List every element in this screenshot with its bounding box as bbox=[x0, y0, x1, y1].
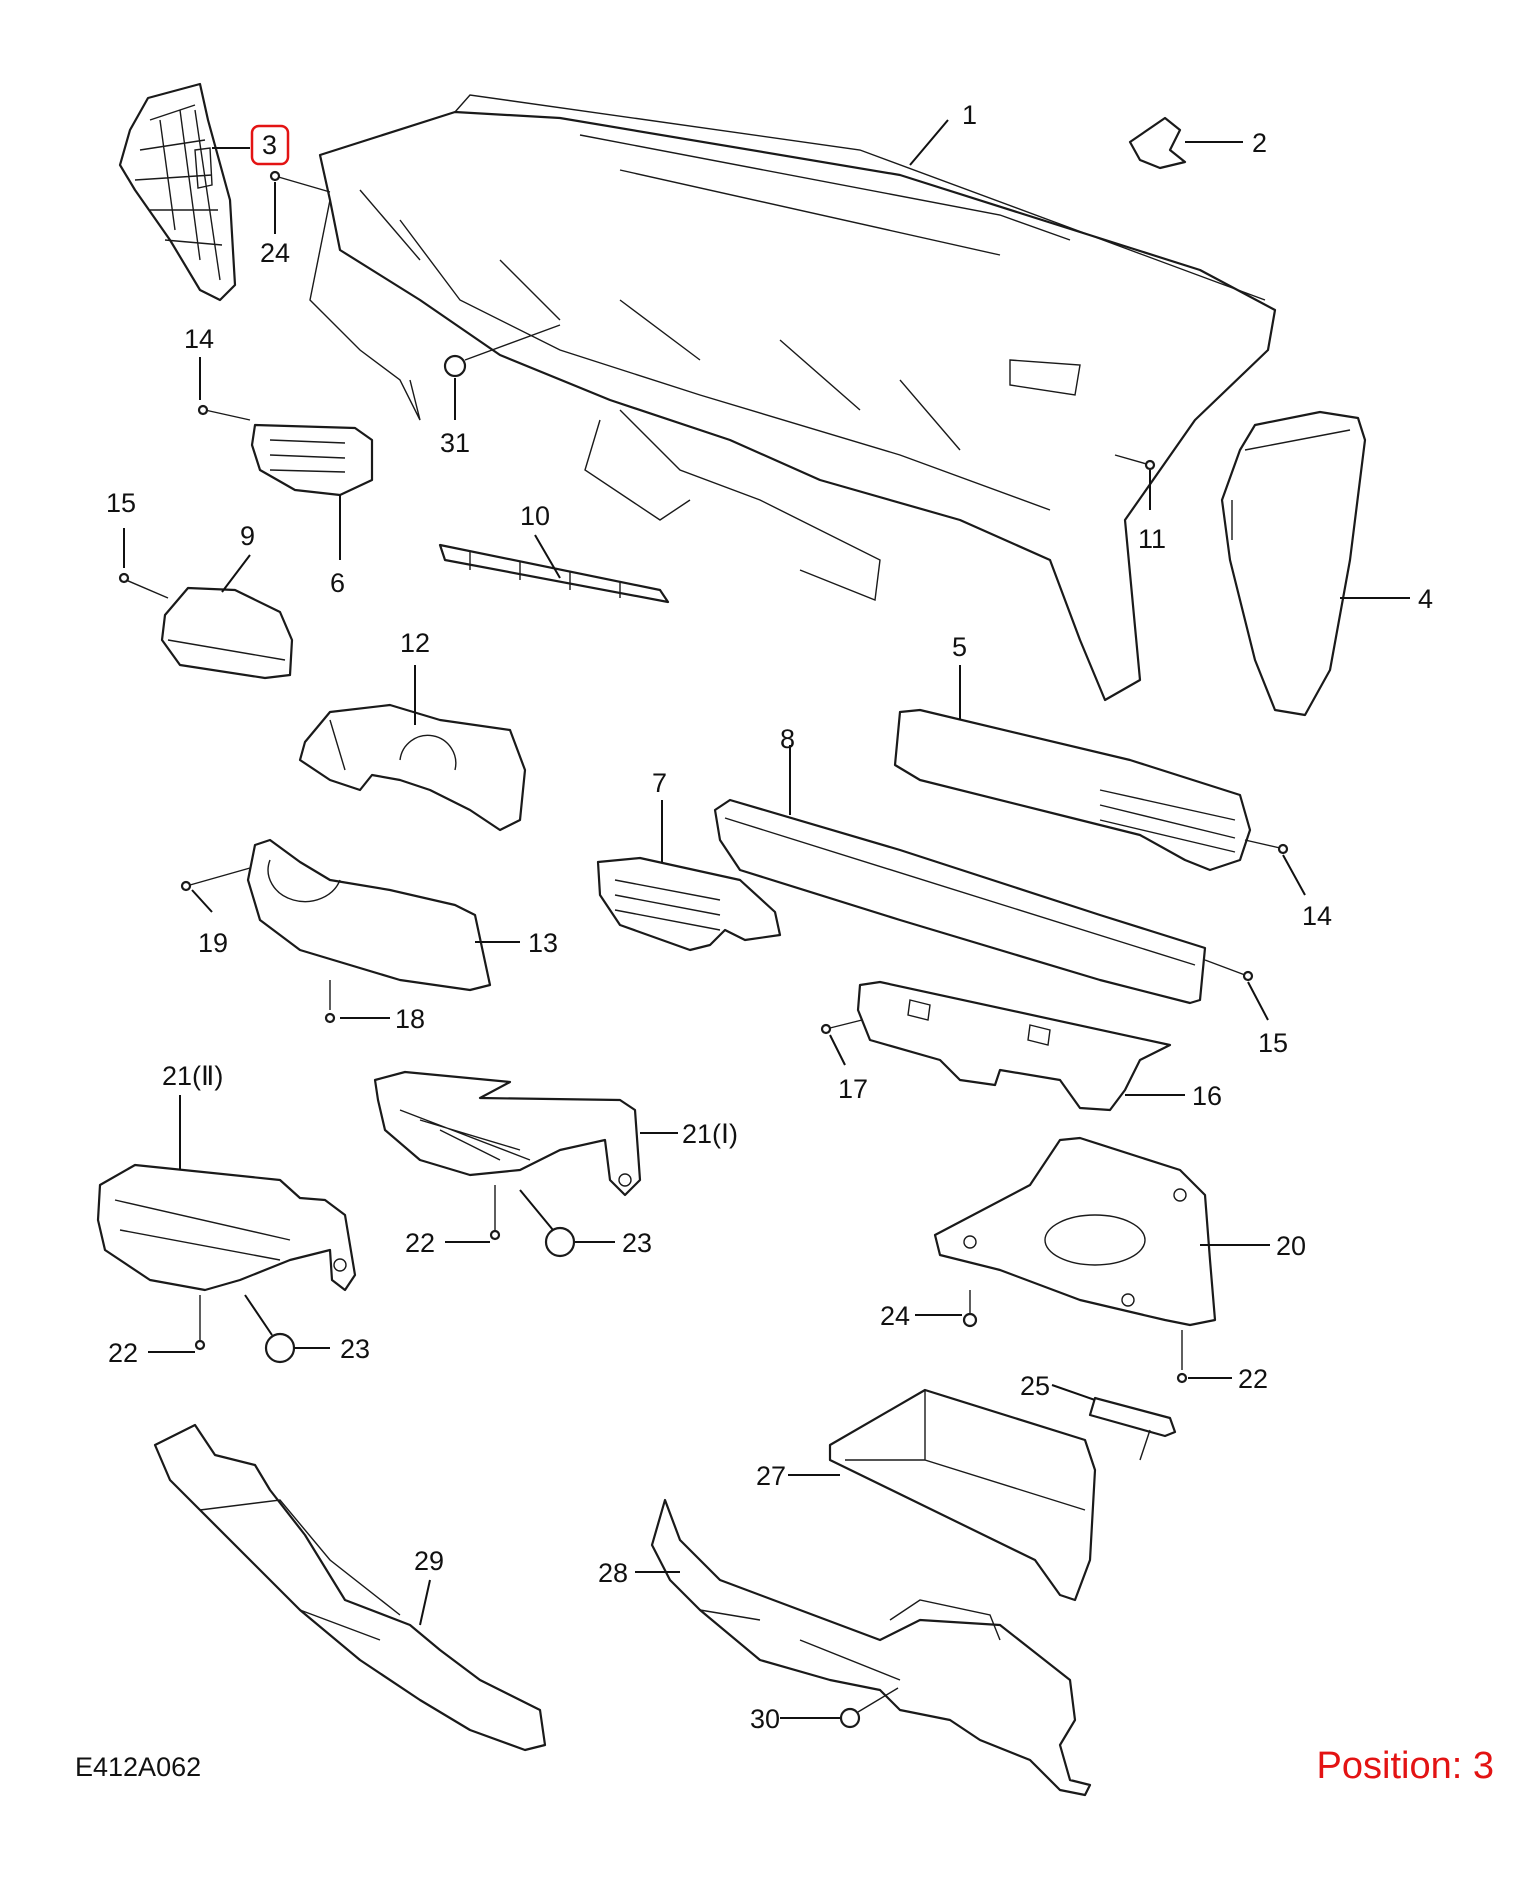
callout-12[interactable]: 12 bbox=[400, 628, 430, 658]
callout-17[interactable]: 17 bbox=[838, 1074, 868, 1104]
callout-19[interactable]: 19 bbox=[198, 928, 228, 958]
callout-29[interactable]: 29 bbox=[414, 1546, 444, 1576]
callout-22-right[interactable]: 22 bbox=[1238, 1364, 1268, 1394]
callout-30[interactable]: 30 bbox=[750, 1704, 780, 1734]
part-1-instrument-panel[interactable] bbox=[309, 94, 1277, 702]
callout-14-right[interactable]: 14 bbox=[1302, 901, 1332, 931]
callout-4[interactable]: 4 bbox=[1418, 584, 1433, 614]
callout-10[interactable]: 10 bbox=[520, 501, 550, 531]
part-19-screw[interactable] bbox=[180, 867, 251, 892]
callout-31[interactable]: 31 bbox=[440, 428, 470, 458]
callout-6[interactable]: 6 bbox=[330, 568, 345, 598]
part-12-upper-column-cover[interactable] bbox=[298, 703, 527, 832]
part-25-damper[interactable] bbox=[1088, 1396, 1177, 1461]
part-23-cap-lower[interactable] bbox=[264, 1332, 296, 1364]
callout-24-lower[interactable]: 24 bbox=[880, 1301, 910, 1331]
part-22-screw-right[interactable] bbox=[1176, 1330, 1188, 1384]
callout-1[interactable]: 1 bbox=[962, 100, 977, 130]
part-14-screw-upper[interactable] bbox=[197, 404, 251, 421]
part-21-ii-bracket[interactable] bbox=[96, 1163, 357, 1292]
part-24-screw-upper[interactable] bbox=[269, 170, 331, 193]
leader-lines bbox=[123, 119, 1410, 1719]
callout-27[interactable]: 27 bbox=[756, 1461, 786, 1491]
callout-21-ii[interactable]: 21(Ⅱ) bbox=[162, 1061, 223, 1091]
callout-18[interactable]: 18 bbox=[395, 1004, 425, 1034]
callout-16[interactable]: 16 bbox=[1192, 1081, 1222, 1111]
callout-5[interactable]: 5 bbox=[952, 632, 967, 662]
callout-7[interactable]: 7 bbox=[652, 768, 667, 798]
callout-22-upper[interactable]: 22 bbox=[405, 1228, 435, 1258]
part-2-clip[interactable] bbox=[1128, 116, 1187, 170]
callout-9[interactable]: 9 bbox=[240, 521, 255, 551]
part-5-right-vent-housing[interactable] bbox=[893, 708, 1252, 872]
callout-20[interactable]: 20 bbox=[1276, 1231, 1306, 1261]
part-8-long-trim-bar[interactable] bbox=[713, 798, 1207, 1005]
part-13-lower-column-cover[interactable] bbox=[246, 838, 492, 992]
callout-22-lower[interactable]: 22 bbox=[108, 1338, 138, 1368]
part-21-i-bracket[interactable] bbox=[373, 1070, 642, 1197]
callout-15-right[interactable]: 15 bbox=[1258, 1028, 1288, 1058]
callout-8[interactable]: 8 bbox=[780, 724, 795, 754]
callout-11[interactable]: 11 bbox=[1138, 524, 1166, 554]
diagram-code: E412A062 bbox=[75, 1752, 202, 1782]
part-11-screw[interactable] bbox=[1114, 454, 1156, 471]
part-28-lower-right-trim[interactable] bbox=[650, 1498, 1092, 1797]
position-label: Position: 3 bbox=[1316, 1745, 1494, 1787]
highlight-box bbox=[250, 124, 290, 166]
callout-15-left[interactable]: 15 bbox=[106, 488, 136, 518]
part-29-lower-left-trim[interactable] bbox=[153, 1423, 547, 1752]
part-16-bracket[interactable] bbox=[856, 980, 1172, 1112]
callout-21-i[interactable]: 21(Ⅰ) bbox=[682, 1119, 738, 1149]
part-30-bolt[interactable] bbox=[839, 1687, 899, 1729]
callout-2[interactable]: 2 bbox=[1252, 128, 1267, 158]
part-20-plate[interactable] bbox=[933, 1136, 1217, 1327]
part-7-center-air-vent[interactable] bbox=[596, 856, 782, 952]
callout-24-upper[interactable]: 24 bbox=[260, 238, 290, 268]
part-6-left-air-vent[interactable] bbox=[250, 423, 374, 497]
part-15-screw-right[interactable] bbox=[1204, 959, 1254, 982]
callout-25[interactable]: 25 bbox=[1020, 1371, 1050, 1401]
part-18-screw[interactable] bbox=[324, 980, 336, 1024]
part-4-right-end-panel[interactable] bbox=[1220, 410, 1367, 717]
part-22-screw-upper[interactable] bbox=[489, 1185, 501, 1241]
part-9-end-cap[interactable] bbox=[160, 586, 294, 680]
callout-14-upper[interactable]: 14 bbox=[184, 324, 214, 354]
part-14-screw-right[interactable] bbox=[1244, 839, 1289, 855]
part-24-clip-lower[interactable] bbox=[962, 1290, 978, 1328]
callout-23-lower[interactable]: 23 bbox=[340, 1334, 370, 1364]
part-15-screw-left[interactable] bbox=[118, 572, 169, 599]
part-22-screw-lower[interactable] bbox=[194, 1295, 206, 1351]
callout-13[interactable]: 13 bbox=[528, 928, 558, 958]
part-10-trim-strip[interactable] bbox=[438, 543, 670, 604]
callout-23-upper[interactable]: 23 bbox=[622, 1228, 652, 1258]
callouts: 1 2 3 24 14 31 15 9 10 11 6 4 12 5 8 7 1… bbox=[106, 100, 1433, 1734]
part-3-left-end-panel[interactable] bbox=[118, 82, 237, 302]
callout-28[interactable]: 28 bbox=[598, 1558, 628, 1588]
part-23-cap-upper[interactable] bbox=[544, 1226, 576, 1258]
part-27-glove-box[interactable] bbox=[828, 1388, 1097, 1602]
part-31-bolt[interactable] bbox=[443, 324, 561, 378]
callout-3[interactable]: 3 bbox=[262, 130, 277, 160]
